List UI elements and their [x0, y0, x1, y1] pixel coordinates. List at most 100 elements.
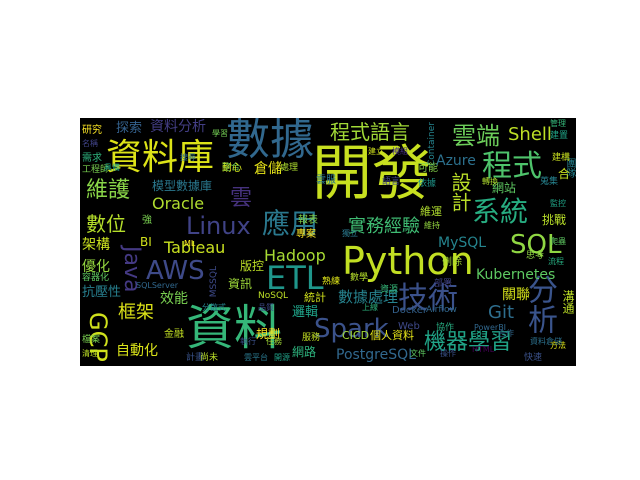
word-cloud-word: 維運: [420, 205, 442, 218]
word-cloud-word: 檔案: [82, 335, 101, 345]
word-cloud-word: 數據: [226, 118, 314, 165]
word-cloud-word: 數位: [86, 212, 126, 236]
word-cloud-word: 金融: [164, 329, 184, 340]
word-cloud-word: 刪除: [442, 257, 462, 268]
word-cloud-word: 分析: [522, 274, 557, 334]
word-cloud-word: 依據: [418, 179, 437, 189]
word-cloud-word: 開發: [312, 139, 432, 209]
word-cloud-word: 開源: [274, 353, 290, 362]
word-cloud-word: 技術: [398, 281, 458, 316]
word-cloud-word: 合: [558, 167, 571, 181]
word-cloud-word: 熟練: [322, 277, 341, 287]
word-cloud-word: Azure: [436, 153, 476, 169]
word-cloud-word: 維護: [86, 178, 131, 203]
word-cloud-word: 雲: [230, 186, 253, 211]
word-cloud-word: MSSQL: [209, 266, 219, 298]
word-cloud-word: Kubernetes: [476, 267, 556, 283]
word-cloud-word: 抗壓性: [82, 285, 122, 300]
word-cloud-word: 合作: [498, 329, 514, 338]
word-cloud-word: 系統: [472, 195, 529, 228]
word-cloud-word: 工程師: [82, 165, 110, 175]
word-cloud-word: SQLServer: [136, 281, 179, 290]
word-cloud-word: Tableau: [164, 238, 226, 257]
word-cloud-word: 報表: [298, 215, 318, 226]
word-cloud-word: NoSQL: [258, 291, 289, 301]
word-cloud-word: 雲端: [452, 122, 500, 150]
word-cloud-word: 建構: [552, 153, 571, 163]
word-cloud-word: 語言: [382, 177, 401, 187]
word-cloud-word: 轉換: [482, 177, 498, 186]
word-cloud-word: 流程: [548, 257, 564, 266]
word-cloud-word: 監控: [550, 199, 566, 208]
word-cloud-word: 自動化: [116, 343, 158, 359]
word-cloud-word: Oracle: [152, 194, 205, 213]
word-cloud-word: 程式: [482, 149, 542, 184]
word-cloud-word: 管理: [550, 119, 566, 128]
word-cloud-word: 專案: [296, 229, 316, 240]
word-cloud-word: 可能: [418, 163, 438, 174]
word-cloud-word: 研究: [82, 125, 102, 136]
word-cloud-word: 機器學習: [424, 330, 513, 355]
word-cloud-word: 數據處理: [338, 288, 399, 306]
word-cloud-word: 資訊: [228, 277, 253, 291]
word-cloud-word: 搜尋: [180, 153, 196, 162]
word-cloud-word: Python: [342, 239, 474, 283]
word-cloud-word: AWS: [146, 256, 205, 286]
word-cloud-word: 執行: [240, 337, 256, 346]
word-cloud-word: 上線: [362, 303, 378, 312]
word-cloud-word: 優化: [82, 259, 110, 275]
word-cloud-word: Airflow: [426, 305, 457, 315]
word-cloud-word: 分散式: [202, 303, 226, 312]
word-cloud-word: 邏輯: [292, 305, 319, 320]
word-cloud-word: 部署: [434, 279, 453, 289]
word-cloud-word: GCP: [84, 312, 112, 362]
word-cloud-word: 網站: [492, 181, 517, 195]
word-cloud-word: 倉儲: [254, 161, 282, 177]
word-cloud-word: 資料倉儲: [530, 337, 562, 346]
word-cloud-word: Git: [488, 302, 515, 323]
word-cloud-word: ML: [184, 239, 196, 248]
word-cloud-word: 資源: [380, 285, 399, 295]
word-cloud-word: 數學: [350, 273, 369, 283]
word-cloud-word: 網路: [292, 345, 317, 359]
word-cloud-word: 文件: [410, 349, 426, 358]
word-cloud-word: 操作: [440, 349, 456, 358]
word-cloud-word: PowerBI: [474, 323, 507, 332]
word-cloud-canvas: 開發 資料 數據 資料庫 Python ETL 技術 程式 Linux AWS …: [80, 118, 576, 366]
word-cloud-word: ETL: [266, 259, 324, 297]
word-cloud-word: 溝通: [561, 290, 575, 314]
word-cloud-word: 模型數據庫: [152, 179, 213, 193]
word-cloud-word: Container: [427, 122, 437, 166]
word-cloud-word: 建立: [368, 147, 384, 156]
word-cloud-word: 資料庫: [106, 137, 215, 178]
word-cloud-word: 雲服: [316, 175, 336, 186]
word-cloud-word: Docker: [392, 305, 428, 316]
word-cloud-word: 爬蟲: [550, 237, 566, 246]
word-cloud-word: 思考: [526, 251, 545, 261]
word-cloud-word: 處理: [280, 163, 299, 173]
word-cloud-word: 維持: [424, 221, 440, 230]
word-cloud-word: BI: [140, 235, 152, 249]
word-cloud-word: 效能: [160, 291, 188, 307]
word-cloud-word: Hadoop: [264, 246, 326, 265]
word-cloud-word: 建置: [550, 131, 569, 141]
word-cloud-word: SQL: [510, 230, 562, 260]
word-cloud-word: 名稱: [82, 139, 98, 148]
word-cloud-word: 容器化: [82, 273, 110, 283]
word-cloud-word: HTML: [472, 345, 495, 354]
word-cloud-word: 版控: [240, 259, 265, 273]
word-cloud-word: Spark: [314, 314, 389, 344]
word-cloud-word: PostgreSQL: [336, 347, 416, 363]
word-cloud-word: 資料分析: [150, 119, 206, 135]
word-cloud-word: 具備: [104, 163, 120, 172]
word-cloud-word: Shell: [508, 124, 552, 145]
word-cloud-word: 需求: [82, 153, 102, 164]
word-cloud-word: 計畫: [186, 353, 205, 363]
word-cloud-word: CICD: [342, 329, 370, 342]
word-cloud-word: 雲平台: [244, 353, 268, 362]
word-cloud-word: 探索: [116, 121, 143, 136]
word-cloud-word: 任務: [266, 337, 282, 346]
word-cloud-word: 整合: [222, 163, 241, 173]
word-cloud-word: 統計: [304, 291, 326, 304]
word-cloud-word: 尚未: [200, 353, 219, 363]
